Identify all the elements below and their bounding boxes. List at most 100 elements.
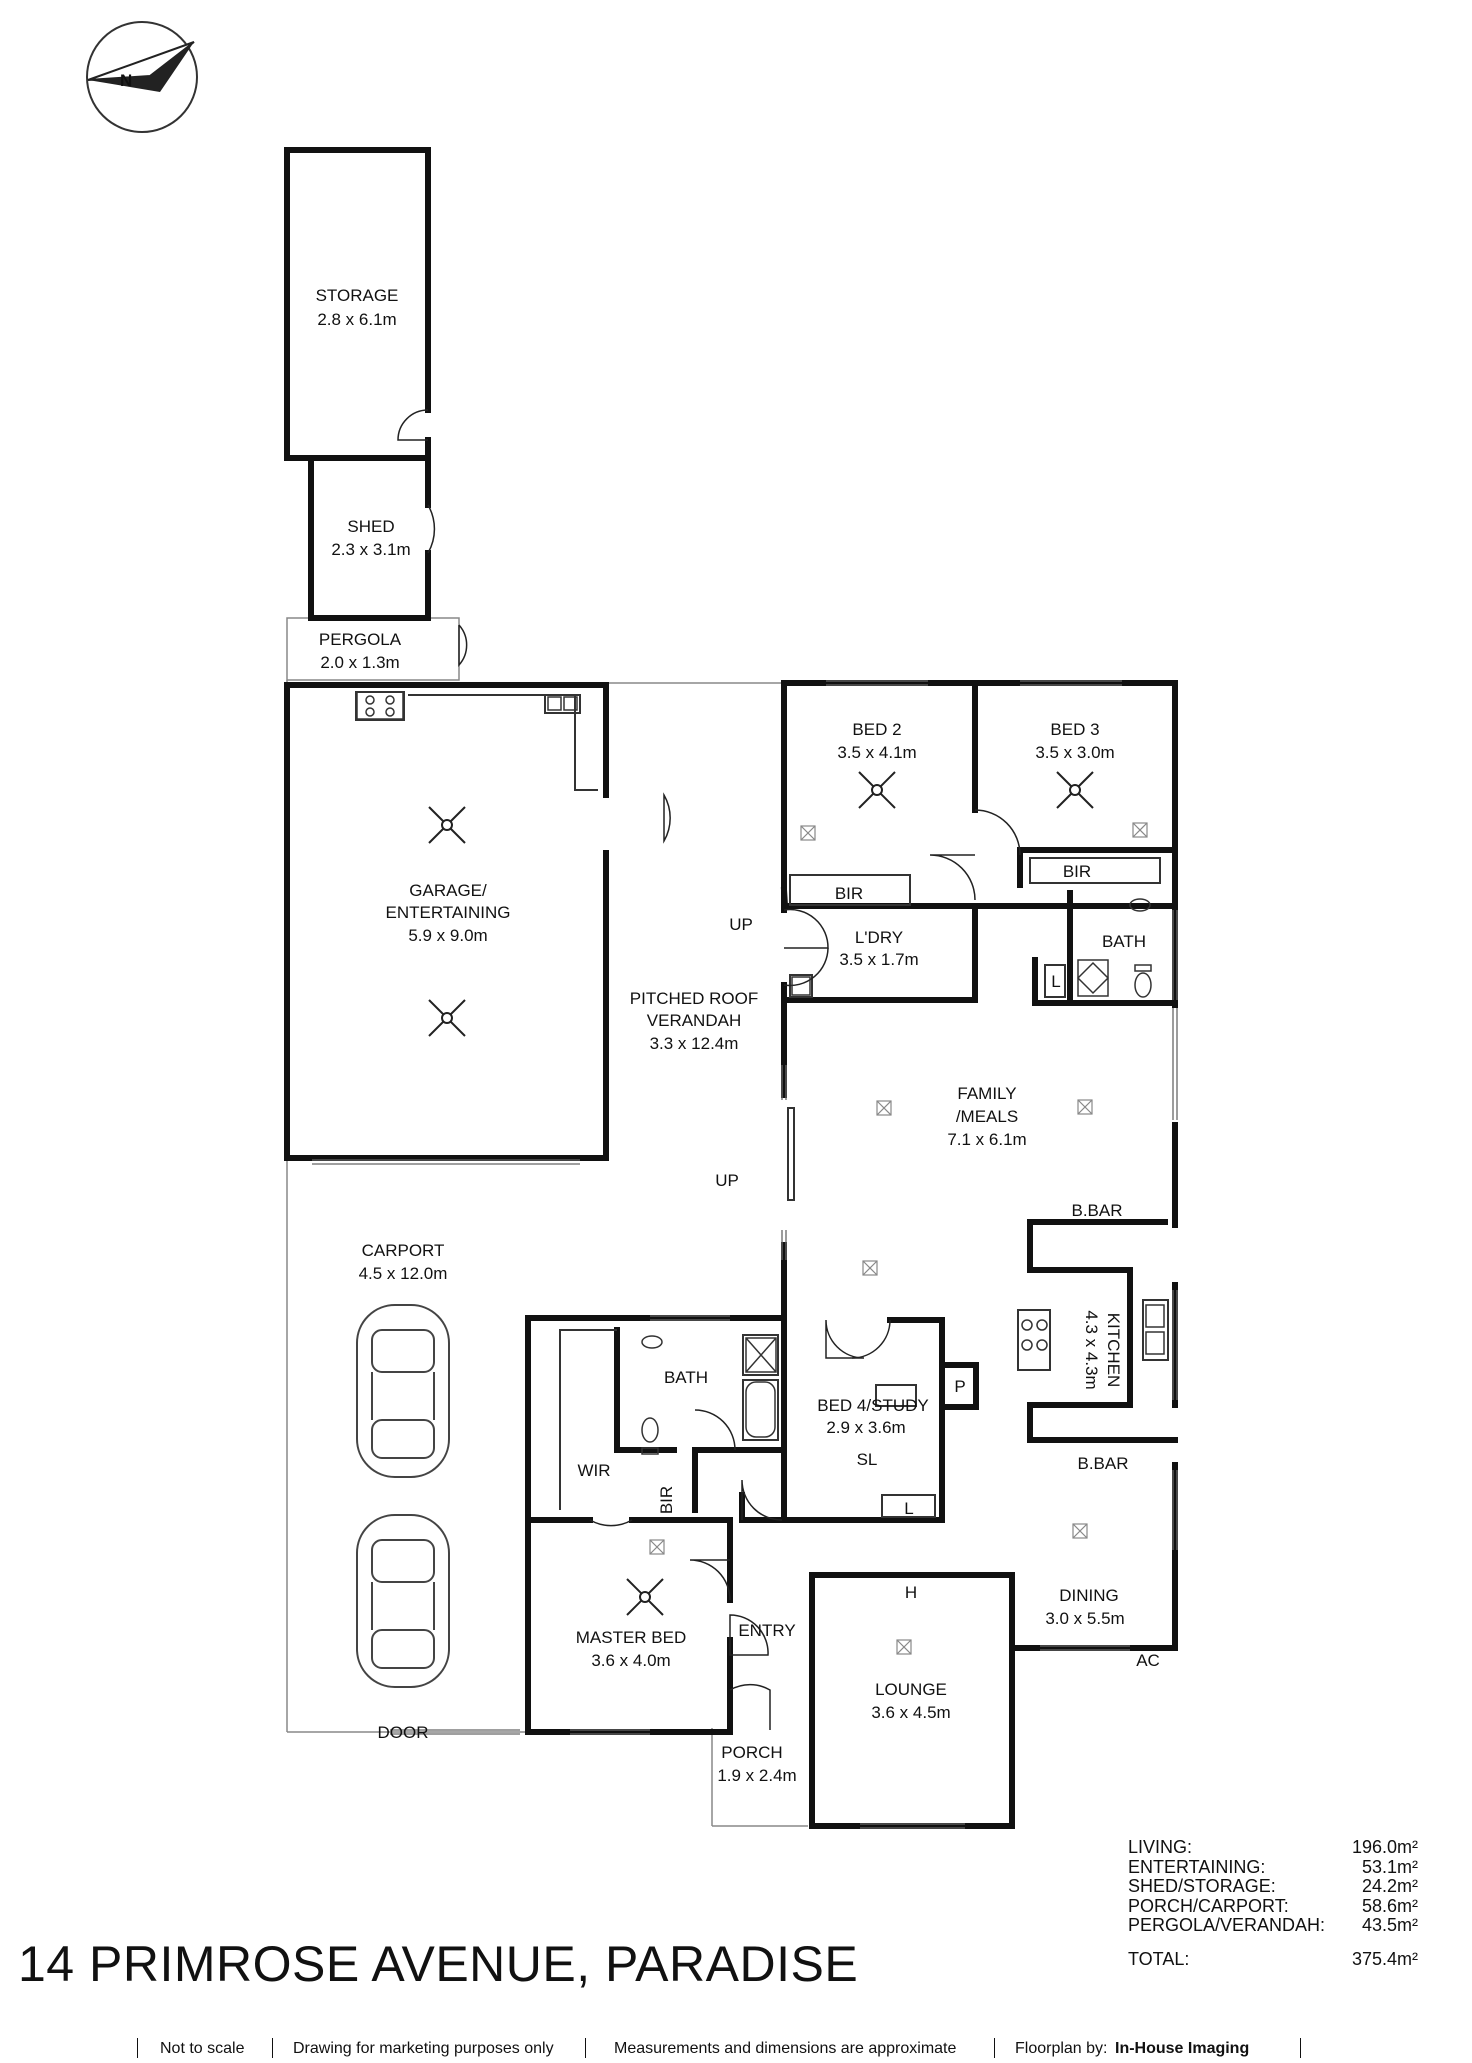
kitchen-label: KITCHEN 4.3 x 4.3m: [1082, 1310, 1123, 1389]
master-name: MASTER BED: [576, 1628, 687, 1647]
light-icon: [862, 1260, 878, 1276]
bbar-label-bottom: B.BAR: [1077, 1454, 1128, 1473]
bbar-label-top: B.BAR: [1071, 1201, 1122, 1220]
bir-label-bed2: BIR: [835, 884, 863, 903]
bed4-dims: 2.9 x 3.6m: [826, 1418, 905, 1437]
family-dims: 7.1 x 6.1m: [947, 1130, 1026, 1149]
shower-icon: [1076, 959, 1110, 997]
footer-disclaimer: Not to scale Drawing for marketing purpo…: [0, 2036, 1472, 2060]
light-icon: [800, 825, 816, 841]
family-name-2: /MEALS: [956, 1107, 1018, 1126]
walls: [284, 147, 1178, 1829]
property-address: 14 PRIMROSE AVENUE, PARADISE: [18, 1936, 859, 1992]
carport-name: CARPORT: [362, 1241, 445, 1260]
area-row-porch-carport: PORCH/CARPORT:58.6m²: [1128, 1895, 1418, 1916]
entry-name: ENTRY: [738, 1621, 795, 1640]
garage-name-2: ENTERTAINING: [386, 903, 511, 922]
bed2-dims: 3.5 x 4.1m: [837, 743, 916, 762]
verandah-name-2: VERANDAH: [647, 1011, 741, 1030]
area-row-living: LIVING:196.0m²: [1128, 1837, 1418, 1857]
h-label: H: [905, 1583, 917, 1602]
light-icon: [1132, 822, 1148, 838]
bed3-dims: 3.5 x 3.0m: [1035, 743, 1114, 762]
ceiling-fan-icon: [428, 806, 466, 844]
garage-name-1: GARAGE/: [409, 881, 487, 900]
shed-dims: 2.3 x 3.1m: [331, 540, 410, 559]
car-icon: [356, 1514, 450, 1688]
lounge-dims: 3.6 x 4.5m: [871, 1703, 950, 1722]
footer-company: In-House Imaging: [1115, 2040, 1250, 2057]
door-swings: [397, 409, 1021, 1730]
carport-dims: 4.5 x 12.0m: [359, 1264, 448, 1283]
kitchen-name: KITCHEN: [1104, 1313, 1123, 1388]
area-row-entertaining: ENTERTAINING:53.1m²: [1128, 1856, 1418, 1877]
ceiling-fans: [428, 771, 1094, 1616]
dining-dims: 3.0 x 5.5m: [1045, 1609, 1124, 1628]
linen-label-lower: L: [904, 1499, 913, 1518]
compass-letter: N: [120, 71, 132, 90]
laundry-dims: 3.5 x 1.7m: [839, 950, 918, 969]
footer-floorplan-by: Floorplan by:: [1015, 2040, 1108, 2057]
up-label-upper: UP: [729, 915, 753, 934]
toilet-icon: [641, 1417, 659, 1455]
sink-icon: [547, 696, 578, 711]
ceiling-fan-icon: [428, 999, 466, 1037]
up-label-lower: UP: [715, 1171, 739, 1190]
pergola-dims: 2.0 x 1.3m: [320, 653, 399, 672]
lounge-name: LOUNGE: [875, 1680, 947, 1699]
area-row-total: TOTAL:375.4m²: [1128, 1948, 1418, 1969]
bathtub-icon: [745, 1381, 776, 1438]
ceiling-fan-icon: [858, 771, 896, 809]
light-icon: [896, 1639, 912, 1655]
porch-dims: 1.9 x 2.4m: [717, 1766, 796, 1785]
basin-icon: [641, 1335, 663, 1349]
small-labels: BIR BIR UP UP B.BAR B.BAR AC L L P SL H …: [378, 862, 1160, 1742]
sl-label: SL: [857, 1450, 878, 1469]
cooktop-icon: [356, 691, 404, 720]
sink-icon: [1145, 1304, 1165, 1355]
svg-text:BIR: BIR: [657, 1486, 676, 1514]
toilet-icon: [1134, 964, 1152, 998]
bir-label-master: BIR: [657, 1486, 676, 1514]
laundry-name: L'DRY: [855, 928, 903, 947]
wir-label: WIR: [577, 1461, 610, 1480]
storage-dims: 2.8 x 6.1m: [317, 310, 396, 329]
footer-not-to-scale: Not to scale: [160, 2040, 245, 2057]
north-arrow-icon: N: [86, 21, 198, 133]
ac-label: AC: [1136, 1651, 1160, 1670]
fixtures: [356, 691, 1165, 1455]
shower-icon: [745, 1337, 777, 1373]
light-icon: [1072, 1523, 1088, 1539]
light-icon: [876, 1100, 892, 1116]
ceiling-fan-icon: [626, 1578, 664, 1616]
light-icon: [649, 1539, 665, 1555]
linen-label-upper: L: [1051, 972, 1060, 991]
windows: [312, 680, 1178, 1829]
bir-label-bed3: BIR: [1063, 862, 1091, 881]
pergola-name: PERGOLA: [319, 630, 402, 649]
bed3-name: BED 3: [1050, 720, 1099, 739]
bed4-name: BED 4/STUDY: [817, 1396, 928, 1415]
pantry-label: P: [954, 1377, 965, 1396]
shed-name: SHED: [347, 517, 394, 536]
area-row-pergola-verandah: PERGOLA/VERANDAH:43.5m²: [1128, 1915, 1418, 1935]
bath-lower-name: BATH: [664, 1368, 708, 1387]
light-fittings: [649, 822, 1148, 1655]
room-labels: STORAGE 2.8 x 6.1m SHED 2.3 x 3.1m PERGO…: [316, 286, 1146, 1785]
verandah-name-1: PITCHED ROOF: [630, 989, 758, 1008]
storage-name: STORAGE: [316, 286, 399, 305]
footer-marketing: Drawing for marketing purposes only: [293, 2040, 554, 2057]
bath-upper-name: BATH: [1102, 932, 1146, 951]
basin-icon: [1129, 898, 1151, 912]
dining-name: DINING: [1059, 1586, 1119, 1605]
footer-approximate: Measurements and dimensions are approxim…: [614, 2040, 957, 2057]
car-icon: [356, 1304, 450, 1478]
family-name-1: FAMILY: [957, 1084, 1016, 1103]
garage-dims: 5.9 x 9.0m: [408, 926, 487, 945]
door-label: DOOR: [378, 1723, 429, 1742]
light-icon: [1077, 1099, 1093, 1115]
thin-lines: [355, 691, 1169, 1518]
master-dims: 3.6 x 4.0m: [591, 1651, 670, 1670]
cooktop-icon: [1021, 1319, 1048, 1351]
